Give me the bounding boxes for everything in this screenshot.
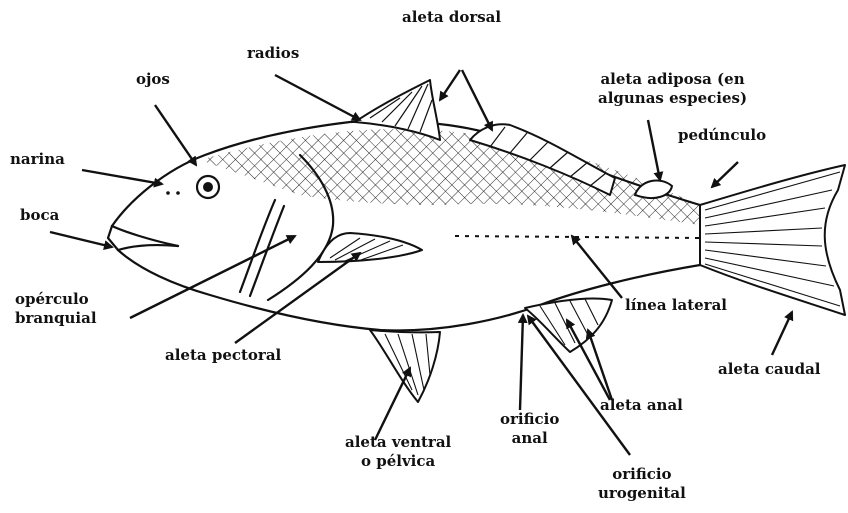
label-orificio-urogenital: orificio urogenital: [598, 465, 686, 503]
scales-texture: [190, 110, 710, 230]
arrow-pectoral: [235, 253, 360, 343]
label-aleta-ventral-line1: aleta ventral: [345, 433, 451, 452]
label-ojos: ojos: [136, 70, 170, 89]
label-aleta-adiposa-line2: algunas especies): [598, 89, 747, 108]
arrow-boca: [50, 232, 112, 247]
label-aleta-pectoral: aleta pectoral: [165, 346, 281, 365]
arrow-dorsal-2: [462, 70, 492, 130]
arrow-operculo: [130, 236, 295, 318]
arrow-radios: [275, 75, 360, 120]
arrow-ojos: [155, 105, 196, 165]
label-aleta-adiposa-line1: aleta adiposa (en: [598, 70, 747, 89]
label-aleta-anal: aleta anal: [600, 396, 683, 415]
arrow-dorsal-1: [440, 70, 460, 100]
label-aleta-dorsal: aleta dorsal: [402, 8, 501, 27]
label-boca: boca: [20, 206, 59, 225]
label-aleta-ventral: aleta ventral o pélvica: [345, 433, 451, 471]
label-orificio-urogenital-line1: orificio: [598, 465, 686, 484]
label-linea-lateral: línea lateral: [625, 296, 727, 315]
arrow-orificio-anal: [520, 315, 523, 410]
arrow-narina: [82, 170, 162, 184]
label-pedunculo: pedúnculo: [678, 126, 766, 145]
label-operculo: opérculo branquial: [15, 290, 97, 328]
ventral-fin: [370, 330, 440, 402]
label-aleta-adiposa: aleta adiposa (en algunas especies): [598, 70, 747, 108]
label-orificio-urogenital-line2: urogenital: [598, 484, 686, 503]
arrow-adiposa: [648, 120, 660, 180]
arrow-linea-lateral: [572, 236, 622, 298]
caudal-fin: [700, 165, 845, 315]
label-radios: radios: [247, 44, 299, 63]
arrow-caudal: [772, 312, 792, 355]
label-narina: narina: [10, 150, 65, 169]
pectoral-fin: [318, 233, 422, 262]
label-operculo-line2: branquial: [15, 309, 97, 328]
arrow-ventral: [375, 368, 410, 440]
lateral-line: [455, 236, 700, 238]
label-orificio-anal-line2: anal: [500, 429, 559, 448]
label-operculo-line1: opérculo: [15, 290, 97, 309]
label-aleta-caudal: aleta caudal: [718, 360, 821, 379]
label-aleta-ventral-line2: o pélvica: [345, 452, 451, 471]
eye-icon: [197, 176, 219, 198]
label-orificio-anal-line1: orificio: [500, 410, 559, 429]
label-orificio-anal: orificio anal: [500, 410, 559, 448]
arrow-pedunculo: [712, 162, 738, 187]
nostril-dots: [166, 191, 180, 195]
